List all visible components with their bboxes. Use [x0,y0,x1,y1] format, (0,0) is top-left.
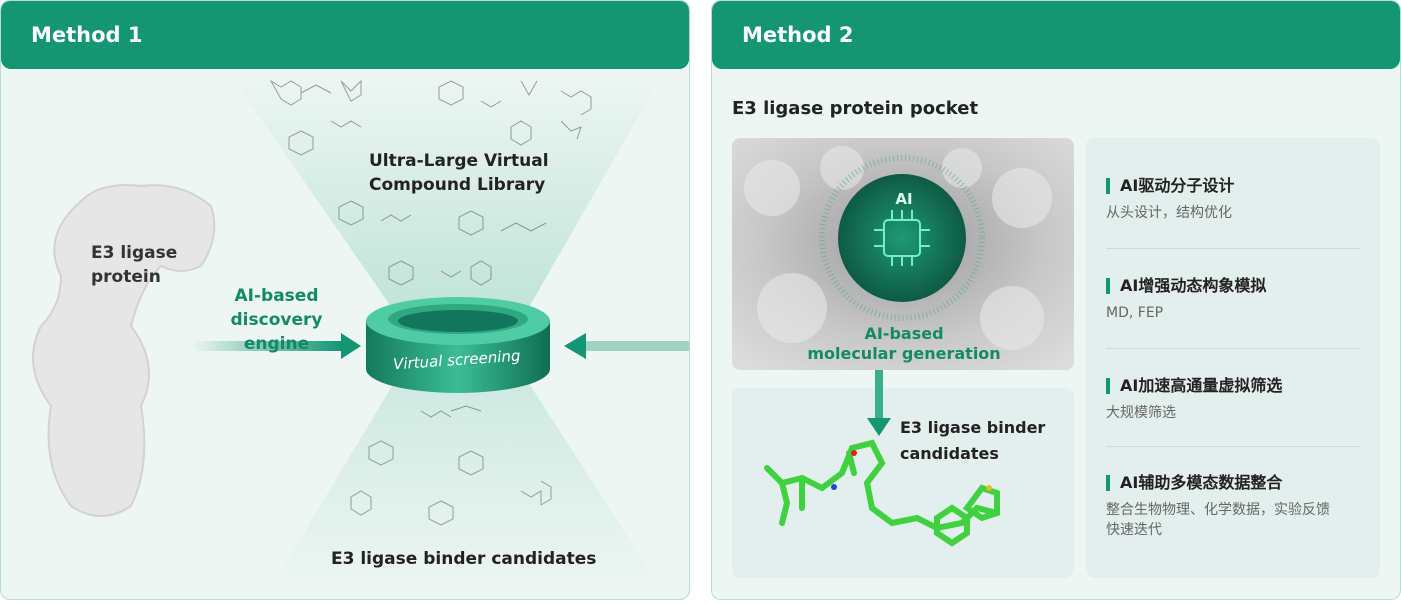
ai-chip-icon [874,210,930,266]
arrow-down-icon [867,418,891,436]
divider [1106,348,1360,349]
binder-molecule-stick-model [764,439,1000,547]
compound-structures [269,79,592,526]
e3-protein-left-graphic [32,184,216,517]
library-funnel [226,69,666,321]
feature-item: AI加速高通量虚拟筛选大规模筛选 [1106,378,1360,423]
divider [1106,446,1360,447]
pocket-generation-graphic [732,138,1074,578]
arrow-left-icon [564,333,586,359]
candidates-label: E3 ligase binder candidates [331,549,597,569]
feature-item: AI驱动分子设计从头设计，结构优化 [1106,178,1360,223]
pocket-label: E3 ligase protein pocket [732,98,979,119]
ai-chip-label: AI [895,190,913,208]
screening-funnel-graphic [32,69,689,596]
candidates-funnel [266,371,666,596]
method-2-header: Method 2 [712,1,1400,69]
feature-item: AI辅助多模态数据整合整合生物物理、化学数据，实验反馈快速迭代 [1106,475,1360,540]
ai-chip-circle [838,174,966,302]
arrow-right-icon [341,333,361,359]
virtual-screening-cylinder [366,297,550,393]
binder-candidates-card [732,388,1074,578]
method-1-header: Method 1 [1,1,689,69]
method-2-panel: Method 2 E3 ligase protein pocket AI AI-… [711,0,1401,600]
divider [1106,248,1360,249]
